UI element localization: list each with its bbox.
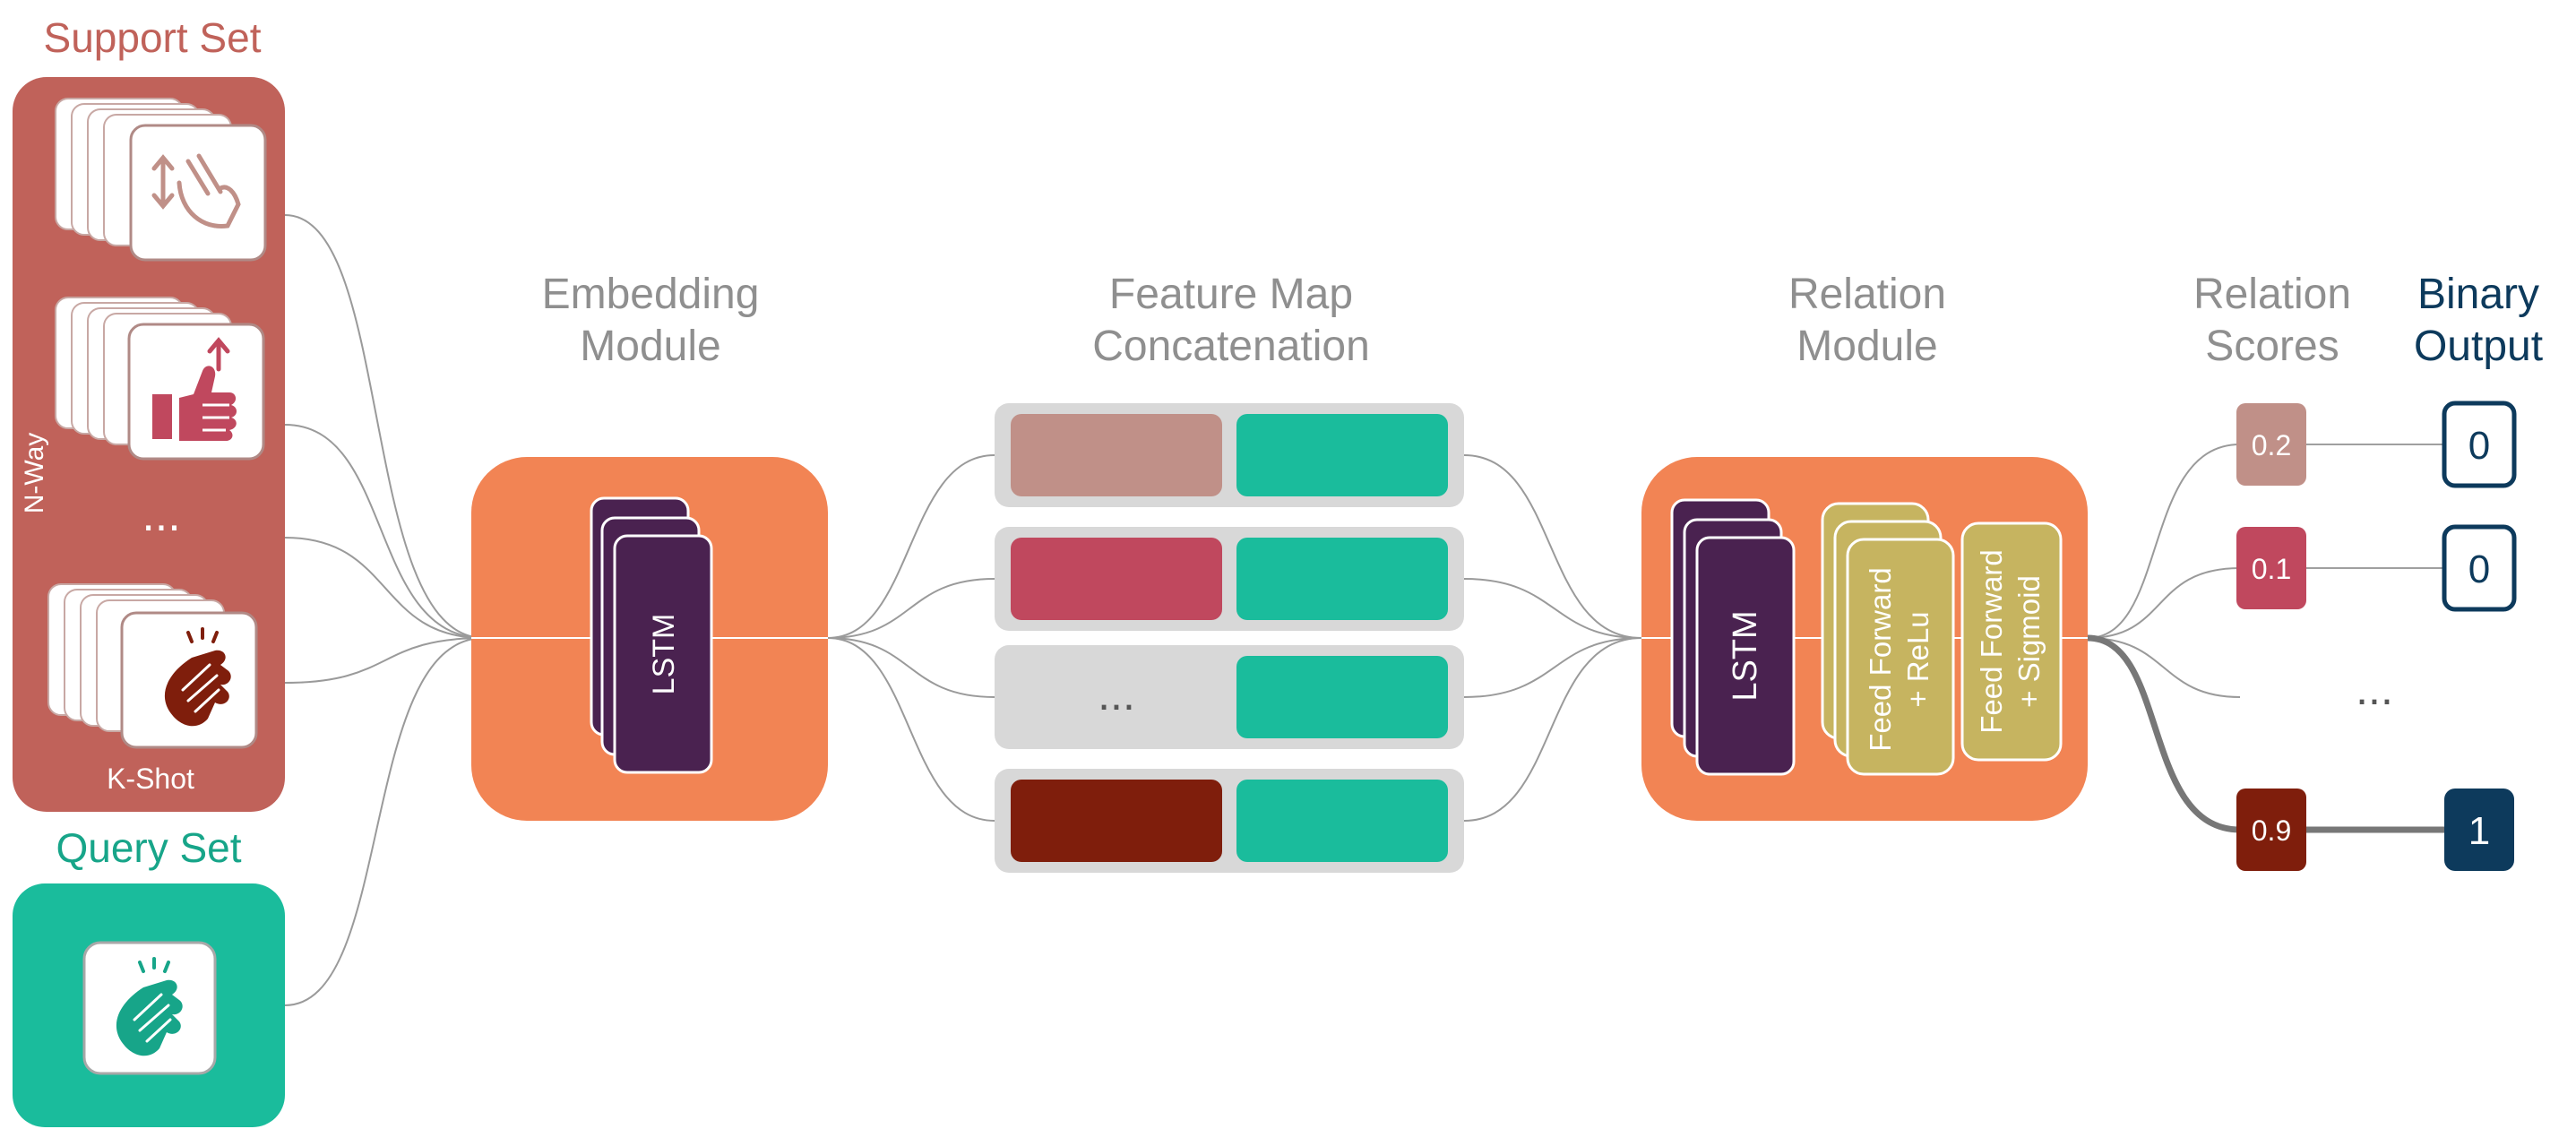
binary-output-title-line2: Output xyxy=(2414,323,2543,370)
support-stack-clap xyxy=(47,583,258,749)
ff-sigmoid-label-line1: Feed Forward xyxy=(1975,549,2008,733)
relation-score-3: 0.9 xyxy=(2252,814,2291,847)
relation-scores-title-line1: Relation xyxy=(2193,271,2351,318)
relation-score-1: 0.2 xyxy=(2252,429,2291,461)
relation-score-2: 0.1 xyxy=(2252,553,2291,585)
feature-row-1 xyxy=(995,403,1464,507)
feature-to-relation-connectors xyxy=(1463,454,1642,822)
clap-gesture-icon xyxy=(164,627,231,727)
embedding-module-title-line2: Module xyxy=(580,323,720,370)
binary-output-title-line1: Binary xyxy=(2417,271,2539,318)
ff-relu-label-line2: + ReLu xyxy=(1901,611,1934,707)
binary-output-box-2 xyxy=(2442,524,2517,612)
feature-row-3 xyxy=(995,645,1464,749)
input-connectors xyxy=(284,214,485,1006)
feature-ellipsis: ... xyxy=(1098,669,1135,720)
support-stack-thumbs-up xyxy=(55,297,265,461)
relation-module-title-line1: Relation xyxy=(1788,271,1946,318)
thumbs-up-gesture-icon xyxy=(152,337,237,441)
ff-sigmoid-box xyxy=(1960,521,2063,762)
ff-relu-label-line1: Feed Forward xyxy=(1864,567,1897,751)
feature-row-4 xyxy=(995,769,1464,873)
swipe-gesture-icon xyxy=(151,153,241,228)
relation-scores-title-line2: Scores xyxy=(2205,323,2339,370)
feature-map-title-line2: Concatenation xyxy=(1092,323,1370,370)
support-set-title: Support Set xyxy=(44,14,262,61)
binary-output-box-3 xyxy=(2444,789,2514,871)
k-shot-label: K-Shot xyxy=(107,763,194,795)
relation-to-score-connectors xyxy=(2087,444,2241,698)
score-row-3 xyxy=(2236,789,2444,871)
embedding-lstm-label: LSTM xyxy=(647,614,681,695)
embedding-to-feature-connectors xyxy=(827,454,995,822)
relation-lstm-stack xyxy=(1670,498,1796,776)
binary-output-box-1 xyxy=(2442,401,2517,488)
relation-scores-ellipsis: ... xyxy=(2356,664,2393,714)
embedding-lstm-stack xyxy=(590,496,713,774)
score-row-2 xyxy=(2236,527,2444,609)
support-ellipsis: ... xyxy=(142,489,180,541)
score-row-1 xyxy=(2236,403,2444,486)
query-set-title: Query Set xyxy=(56,824,241,871)
binary-output-2: 0 xyxy=(2468,547,2490,591)
ff-relu-stack xyxy=(1821,502,1955,776)
n-way-label: N-Way xyxy=(20,433,49,514)
support-stack-swipe xyxy=(55,98,267,262)
selected-score-connector xyxy=(2087,634,2241,833)
feature-map-title-line1: Feature Map xyxy=(1109,271,1353,318)
clap-gesture-icon xyxy=(116,957,183,1056)
binary-output-3: 1 xyxy=(2468,809,2490,853)
relation-module-title-line2: Module xyxy=(1796,323,1937,370)
binary-output-1: 0 xyxy=(2468,424,2490,468)
feature-row-2 xyxy=(995,527,1464,631)
ff-sigmoid-label-line2: + Sigmoid xyxy=(2012,575,2046,708)
embedding-module-title-line1: Embedding xyxy=(542,271,760,318)
relation-lstm-label: LSTM xyxy=(1727,610,1764,701)
